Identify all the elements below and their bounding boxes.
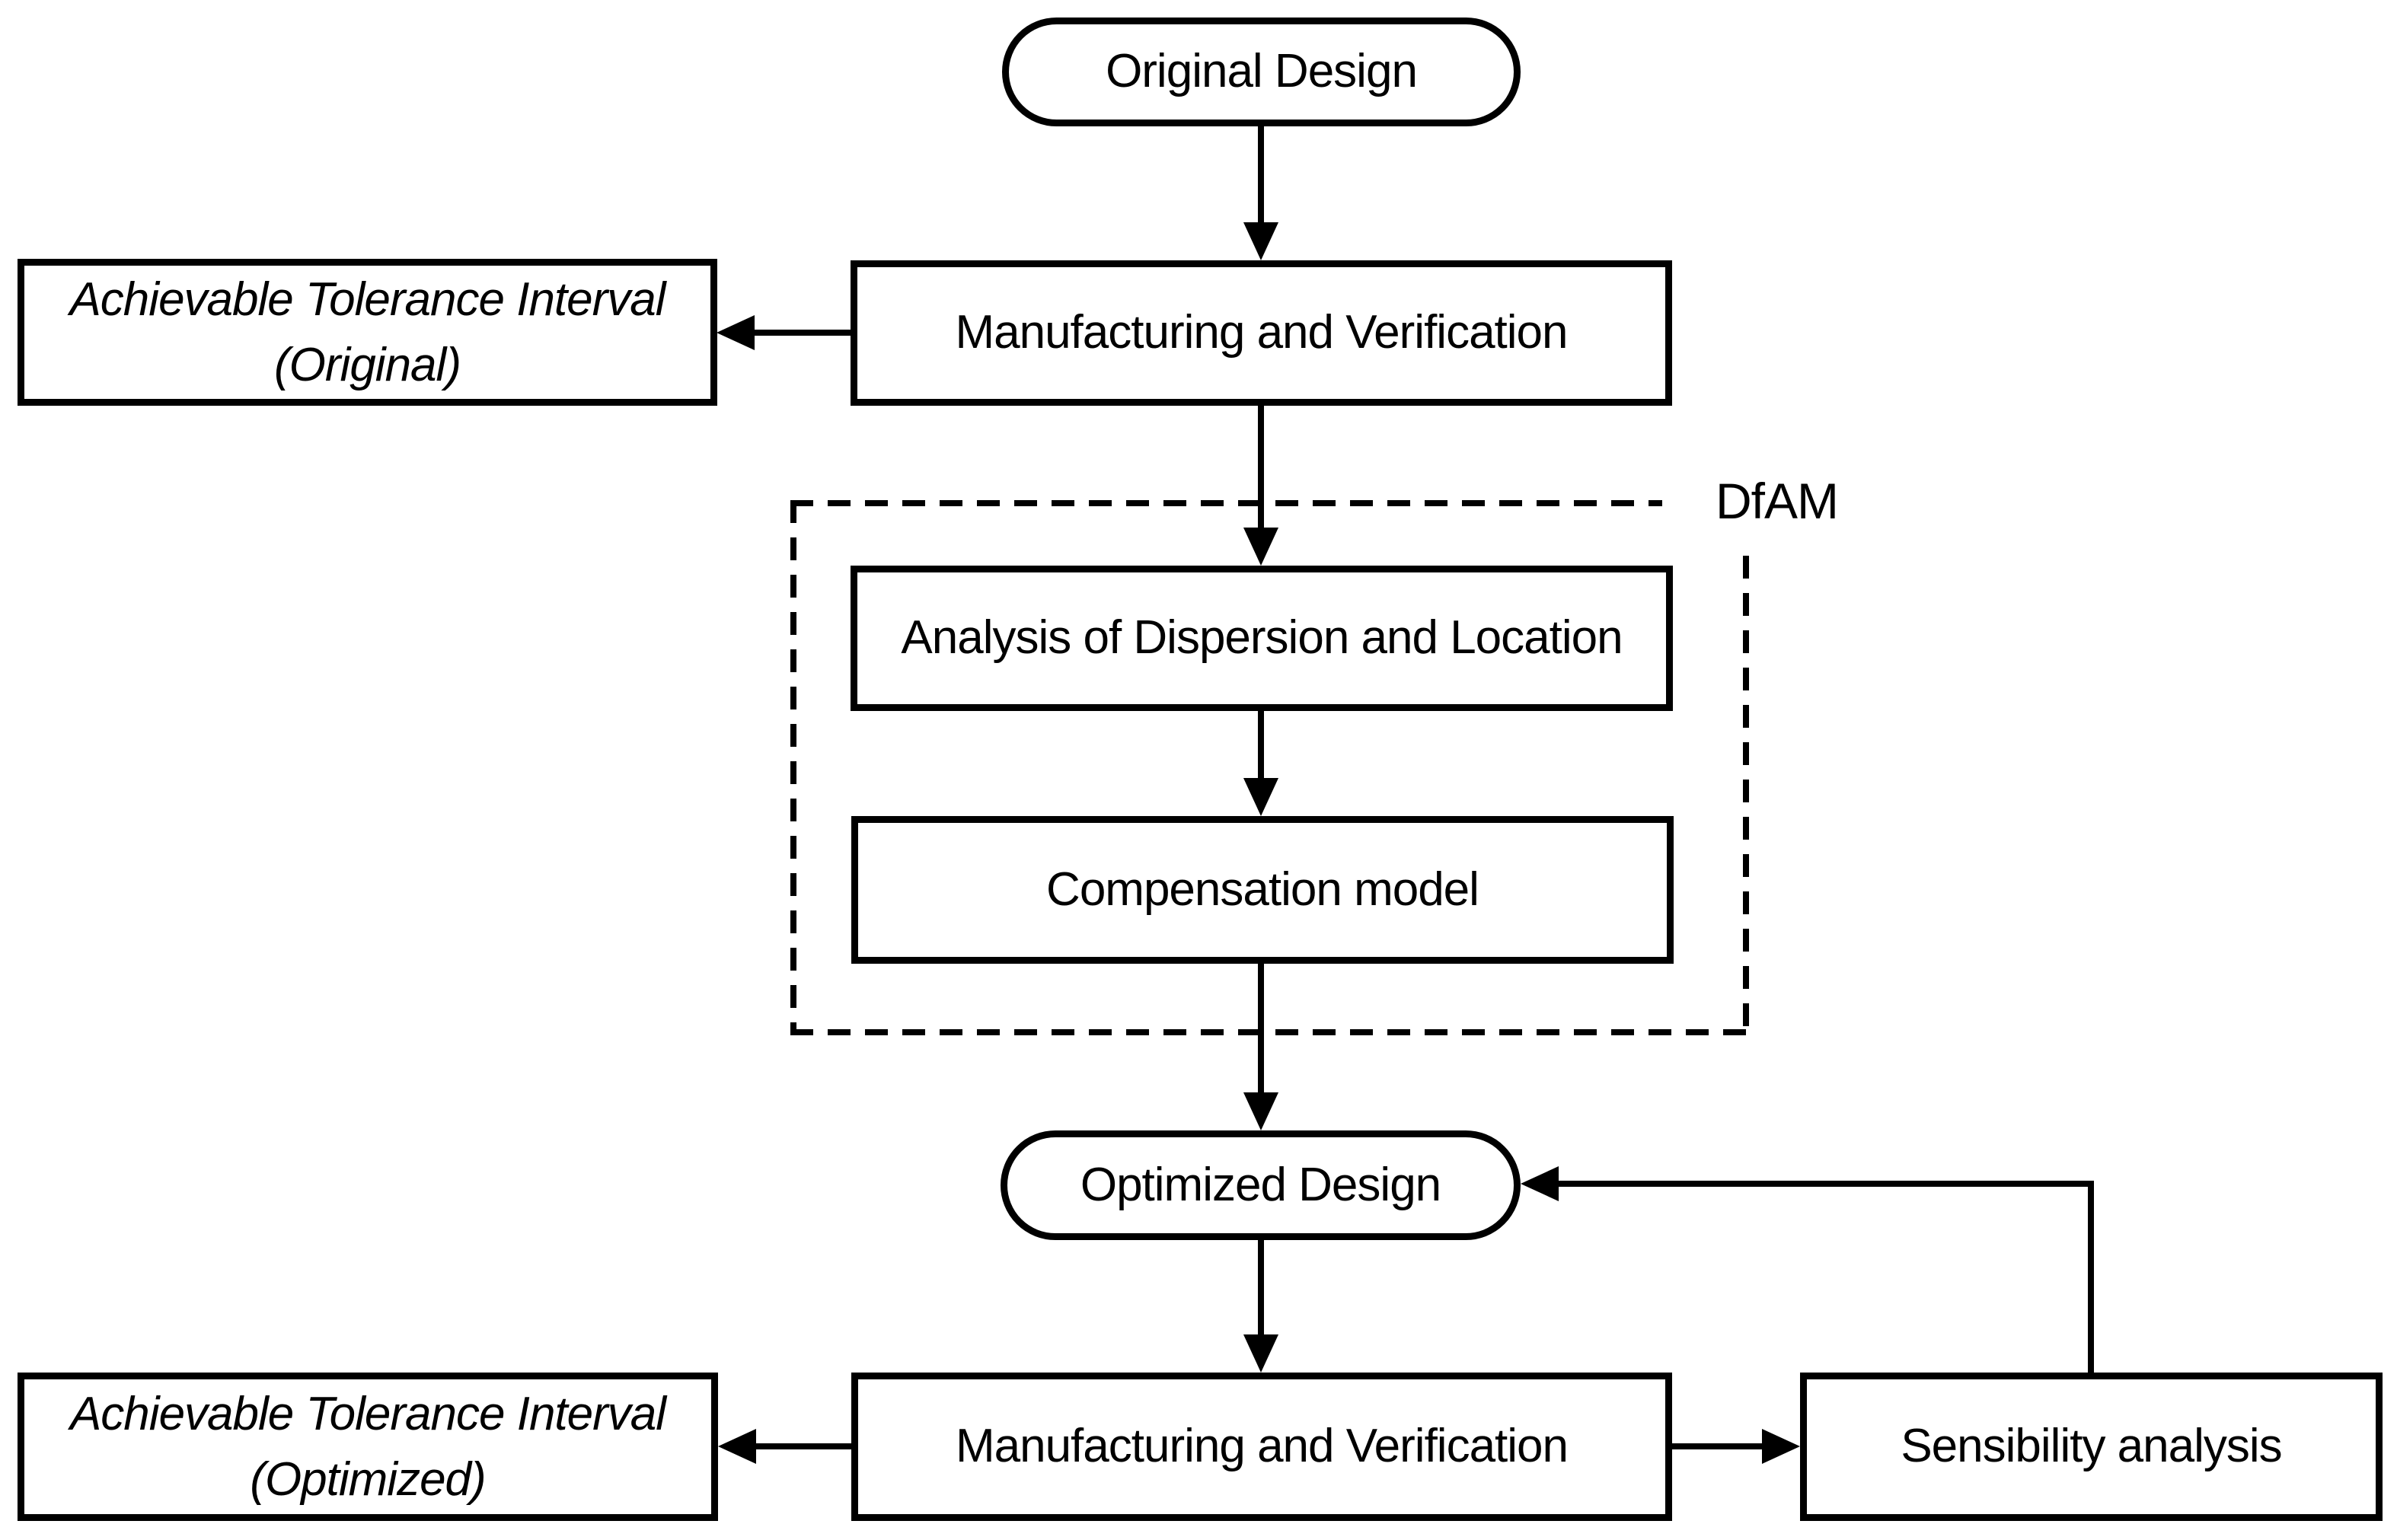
edge-mv-top-to-ati-original-line [755,330,851,336]
node-sensibility-analysis-label: Sensibility analysis [1901,1420,2282,1473]
edge-optimized-to-mv-bottom-line [1258,1239,1264,1334]
dfam-group-border-left [790,500,796,1035]
achievable-tolerance-original-line2: (Original) [274,338,461,391]
node-manufacturing-verification-bottom: Manufacturing and Verification [851,1373,1672,1521]
dfam-group-border-bottom [790,1029,1749,1035]
node-achievable-tolerance-optimized-label: Achievable Tolerance Interval (Optimized… [69,1382,666,1513]
node-sensibility-analysis: Sensibility analysis [1800,1373,2383,1521]
dfam-group-border-top [790,500,1662,506]
node-achievable-tolerance-original-label: Achievable Tolerance Interval (Original) [69,267,665,398]
edge-mv-bottom-to-ati-optimized-line [756,1443,851,1449]
edge-analysis-to-compensation-arrowhead [1243,778,1278,816]
node-manufacturing-verification-top: Manufacturing and Verification [851,260,1672,406]
edge-sensibility-feedback-horizontal-line [1559,1181,2094,1187]
edge-sensibility-feedback-arrowhead [1521,1166,1559,1201]
edge-sensibility-feedback-vertical-line [2088,1184,2094,1373]
edge-optimized-to-mv-bottom-arrowhead [1243,1334,1278,1373]
node-analysis-dispersion-location: Analysis of Dispersion and Location [851,566,1673,711]
achievable-tolerance-original-line1: Achievable Tolerance Interval [69,273,665,326]
edge-mv-top-to-ati-original-arrowhead [717,315,755,350]
edge-mv-bottom-to-ati-optimized-arrowhead [718,1429,756,1464]
node-original-design: Original Design [1002,18,1521,126]
achievable-tolerance-optimized-line1: Achievable Tolerance Interval [69,1387,666,1440]
edge-analysis-to-compensation-line [1258,710,1264,778]
dfam-group-border-right [1743,556,1749,1035]
node-manufacturing-verification-bottom-label: Manufacturing and Verification [955,1420,1569,1473]
node-manufacturing-verification-top-label: Manufacturing and Verification [955,306,1568,359]
node-achievable-tolerance-original: Achievable Tolerance Interval (Original) [18,259,717,406]
edge-mv-bottom-to-sensibility-arrowhead [1762,1429,1800,1464]
node-original-design-label: Original Design [1106,45,1418,98]
achievable-tolerance-optimized-line2: (Optimized) [250,1452,486,1506]
dfam-group-label: DfAM [1708,472,1846,530]
node-achievable-tolerance-optimized: Achievable Tolerance Interval (Optimized… [18,1373,718,1521]
edge-mv-top-to-analysis-line [1258,405,1264,528]
edge-compensation-to-optimized-arrowhead [1243,1092,1278,1130]
node-compensation-model-label: Compensation model [1046,862,1479,916]
node-analysis-dispersion-location-label: Analysis of Dispersion and Location [901,611,1623,665]
node-compensation-model: Compensation model [851,816,1674,964]
edge-original-to-mv-top-line [1258,126,1264,222]
edge-mv-bottom-to-sensibility-line [1672,1443,1762,1449]
edge-mv-top-to-analysis-arrowhead [1243,528,1278,566]
edge-compensation-to-optimized-line [1258,963,1264,1092]
node-optimized-design-label: Optimized Design [1080,1158,1441,1211]
node-optimized-design: Optimized Design [1001,1130,1521,1240]
edge-original-to-mv-top-arrowhead [1243,222,1278,260]
